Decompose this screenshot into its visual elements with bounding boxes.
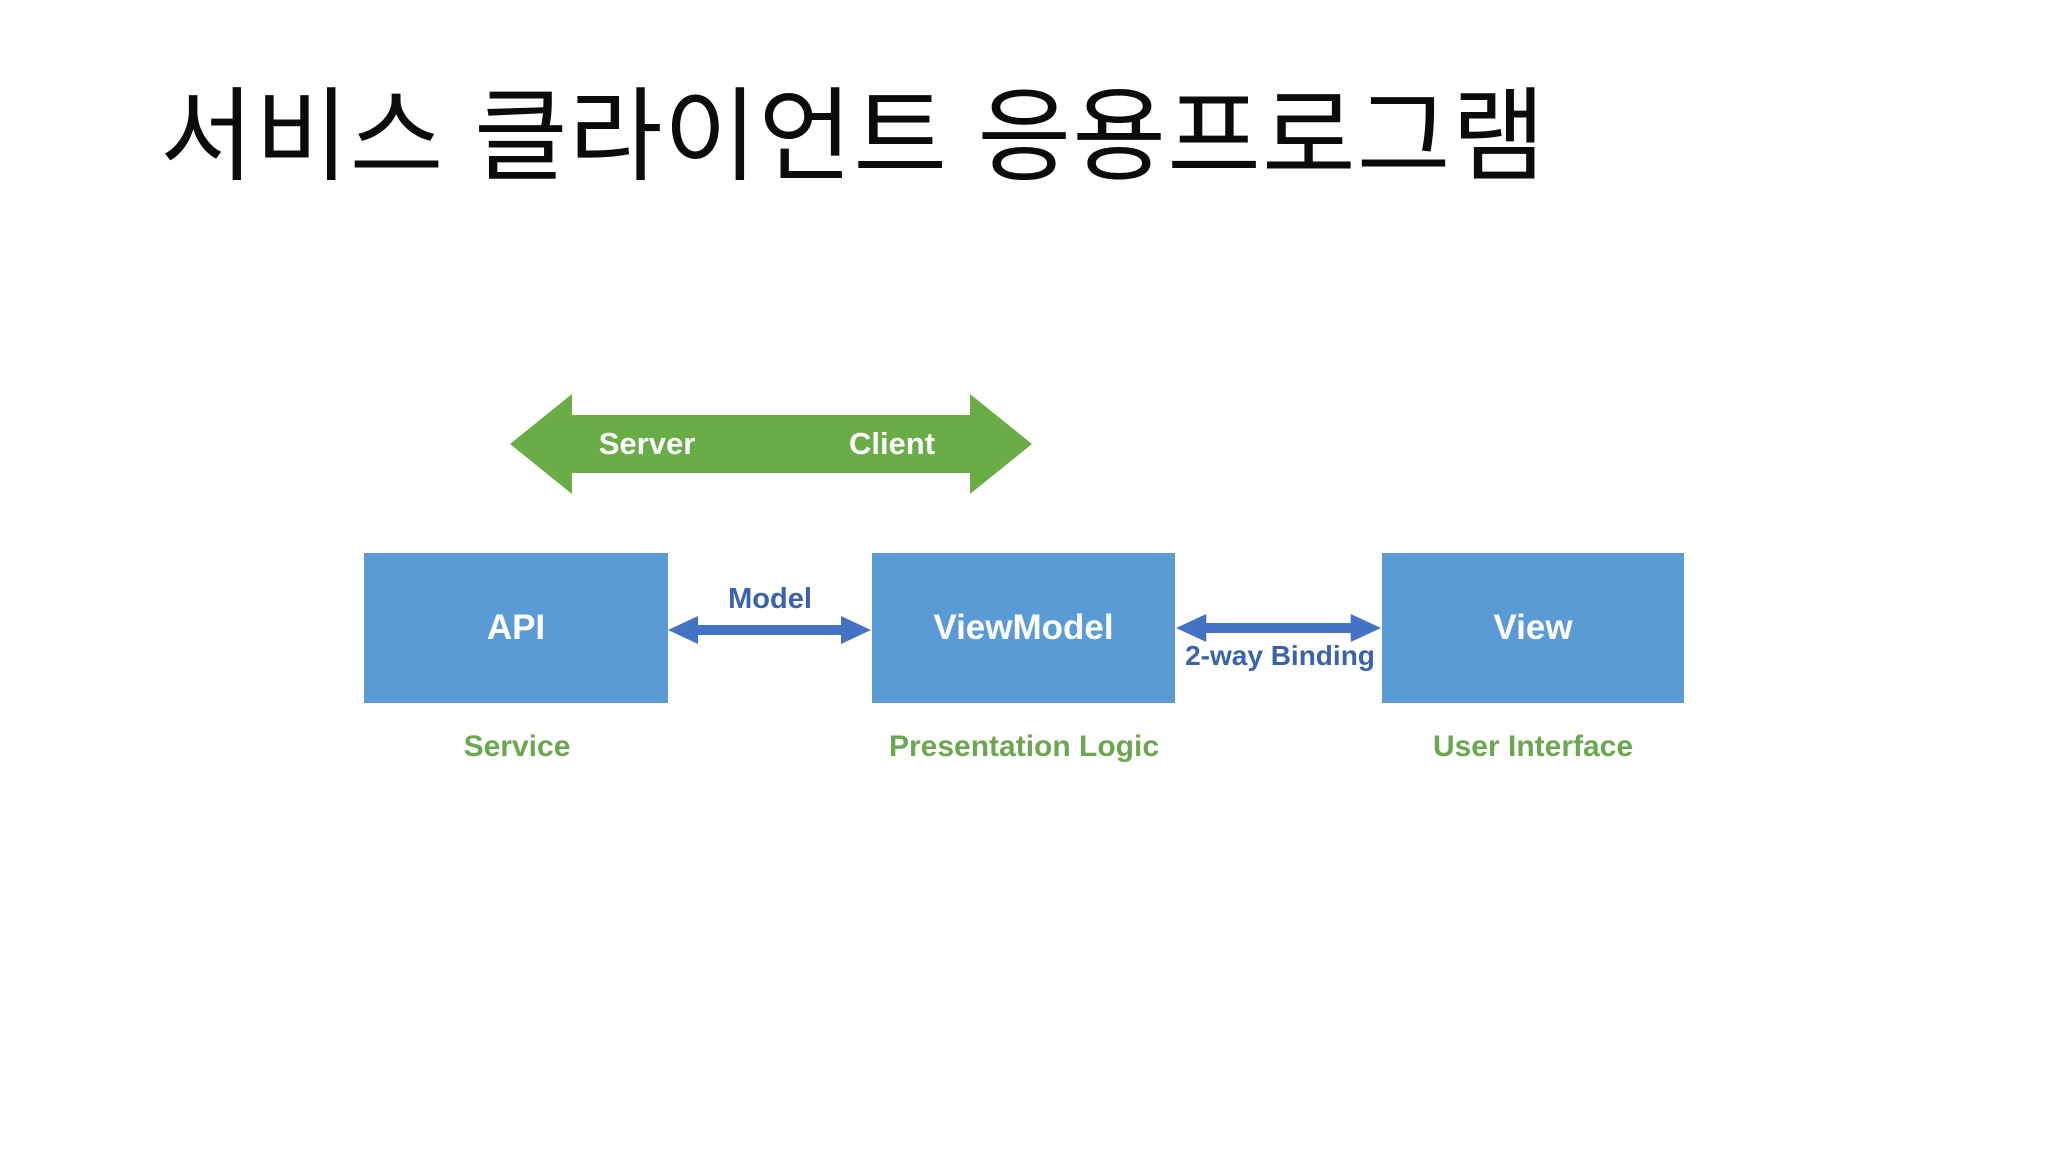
service-caption: Service	[463, 730, 571, 763]
view-box: View	[1382, 553, 1684, 703]
slide-title: 서비스 클라이언트 응용프로그램	[160, 80, 1547, 194]
server-label: Server	[598, 426, 696, 461]
user-interface-caption: User Interface	[1432, 730, 1634, 763]
viewmodel-box: ViewModel	[872, 553, 1175, 703]
server-client-double-arrow: Server Client	[510, 394, 1032, 494]
double-arrow-icon	[510, 394, 1032, 494]
client-label: Client	[848, 426, 936, 461]
binding-double-arrow-icon	[1176, 612, 1381, 644]
model-connector-label: Model	[728, 583, 812, 615]
api-box: API	[364, 553, 668, 703]
binding-connector-label: 2-way Binding	[1185, 640, 1375, 671]
model-double-arrow-icon	[668, 614, 871, 646]
presentation-logic-caption: Presentation Logic	[888, 730, 1160, 763]
